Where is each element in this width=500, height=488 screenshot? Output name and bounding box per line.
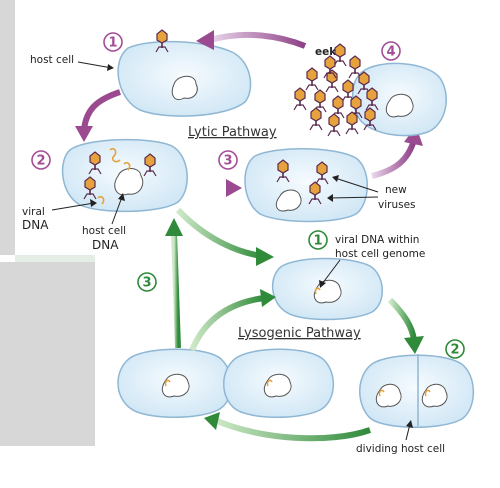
svg-text:1: 1 xyxy=(313,234,322,249)
host-cell-dna-label-line1: host cell xyxy=(82,225,126,237)
arrow-3-to-4 xyxy=(371,139,417,179)
lysogenic-pathway-title: Lysogenic Pathway xyxy=(238,326,361,341)
new-viruses-label-line2: viruses xyxy=(378,199,416,211)
left-green-strip xyxy=(15,255,95,262)
left-gray-panel-top xyxy=(0,0,15,255)
host-cell-label: host cell xyxy=(30,54,74,66)
lytic-step-3: 3 xyxy=(218,150,238,170)
pointer-line xyxy=(77,61,113,69)
lytic-step-1: 1 xyxy=(103,32,123,52)
viral-dna-within-label-line2: host cell genome xyxy=(335,248,425,260)
arrow-daughter-to-lysogenic-1 xyxy=(189,295,265,352)
viral-dna-label-line2: DNA xyxy=(22,218,49,232)
viral-dna-label-line1: viral xyxy=(22,206,45,218)
lytic-cell-4 xyxy=(352,62,447,137)
lysogenic-cell-1 xyxy=(272,257,383,321)
svg-text:2: 2 xyxy=(450,343,459,358)
lytic-cell-3 xyxy=(244,147,368,223)
arrow-lysogenic-to-lytic xyxy=(171,231,181,349)
svg-text:1: 1 xyxy=(108,36,117,51)
arrow-4-to-1 xyxy=(209,31,307,49)
lytic-cell-1 xyxy=(117,29,252,117)
arrow-dividing-to-daughters xyxy=(213,417,371,442)
viral-dna-within-label-line1: viral DNA within xyxy=(335,234,419,246)
lytic-cell-2 xyxy=(61,138,188,213)
lysogenic-step-1: 1 xyxy=(308,230,328,250)
svg-text:4: 4 xyxy=(386,45,395,60)
arrow-1-to-2 xyxy=(81,89,121,131)
svg-text:2: 2 xyxy=(36,154,45,169)
lysogenic-step-2: 2 xyxy=(445,339,465,359)
host-cell-dna-label-line2: DNA xyxy=(92,238,119,252)
lytic-pathway-title: Lytic Pathway xyxy=(188,125,277,140)
left-gray-panel-bottom xyxy=(0,262,95,446)
svg-text:3: 3 xyxy=(223,154,232,169)
dividing-host-cell-label: dividing host cell xyxy=(356,443,445,455)
lytic-step-2: 2 xyxy=(31,150,51,170)
arrow-lysogenic-1-to-2 xyxy=(387,297,417,341)
daughter-cell-right xyxy=(223,348,335,418)
svg-text:3: 3 xyxy=(142,276,151,291)
new-viruses-label-line1: new xyxy=(385,184,407,196)
viral-dna-squiggle xyxy=(109,147,121,163)
dividing-cell xyxy=(359,354,475,428)
arrow-to-lysogenic-1 xyxy=(175,207,263,259)
daughter-cell-left xyxy=(117,348,233,418)
lysogenic-step-3: 3 xyxy=(137,272,157,292)
lytic-step-4: 4 xyxy=(381,41,401,61)
